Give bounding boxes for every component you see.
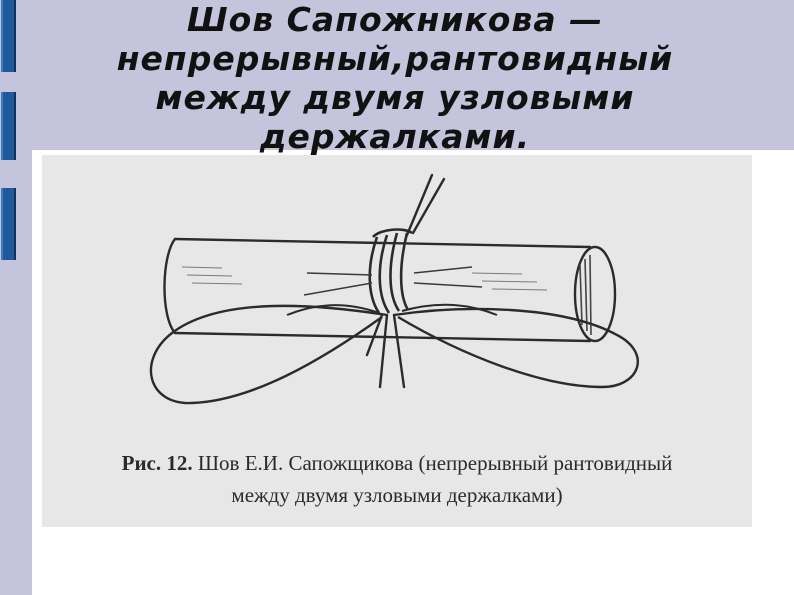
cylinder-left-end (163, 237, 177, 335)
slide-title: Шов Сапожникова — непрерывный,рантовидны… (116, 0, 674, 156)
decor-block-1 (1, 0, 16, 72)
cylinder-right-end (573, 245, 617, 343)
caption-line-1: Шов Е.И. Сапожщикова (непрерывный рантов… (197, 451, 673, 475)
decor-block-3 (1, 188, 16, 260)
caption-line-2: между двумя узловыми держалками) (231, 483, 563, 507)
figure-image: Рис. 12. Шов Е.И. Сапожщикова (непрерывн… (42, 155, 752, 527)
left-decoration (0, 0, 17, 595)
cylinder-bottom-edge (173, 331, 592, 343)
decor-block-2 (1, 92, 16, 160)
figure-caption: Рис. 12. Шов Е.И. Сапожщикова (непрерывн… (42, 447, 752, 511)
cylinder-top-edge (173, 237, 592, 249)
right-loop (393, 307, 639, 389)
suture-illustration (149, 173, 639, 405)
caption-label: Рис. 12. (121, 451, 193, 475)
left-loop (149, 304, 388, 405)
